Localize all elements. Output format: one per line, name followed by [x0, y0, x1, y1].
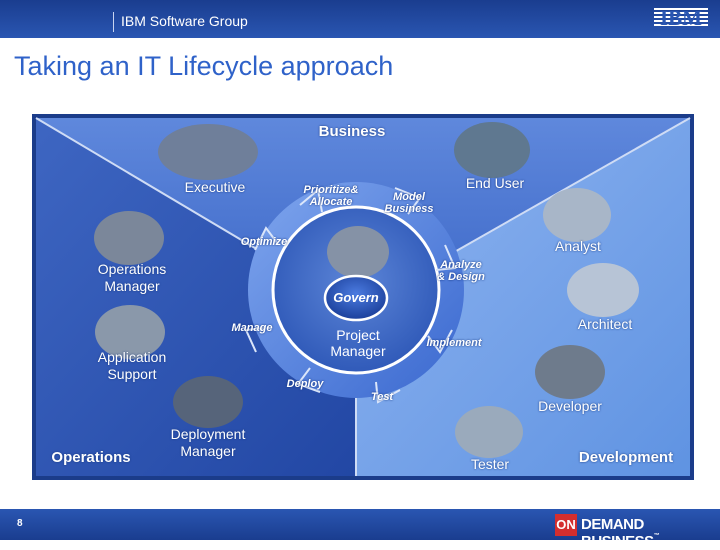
govern-badge	[323, 274, 389, 322]
role-operations-manager: Operations Manager	[80, 261, 184, 295]
on-demand-business-logo: DEMAND BUSINESS™	[581, 516, 720, 550]
role-application-support-line2: Support	[107, 366, 157, 382]
operations-label: Operations	[51, 449, 131, 466]
step-implement: Implement	[426, 337, 482, 349]
role-deployment-manager: Deployment Manager	[158, 426, 258, 460]
role-end-user: End User	[465, 175, 525, 191]
deployment-manager-photo	[173, 376, 243, 428]
software-group-label: IBM Software Group	[121, 13, 248, 29]
ibm-logo-icon: IBM	[654, 6, 708, 28]
header-separator	[113, 12, 114, 32]
business-label: Business	[318, 123, 386, 140]
header-bar: IBM Software Group IBM	[0, 0, 720, 38]
tester-photo	[455, 406, 523, 458]
slide-title: Taking an IT Lifecycle approach	[14, 51, 394, 81]
project-manager-line1: Project	[336, 327, 380, 343]
operations-manager-photo	[94, 211, 164, 265]
role-developer: Developer	[538, 398, 602, 414]
step-model-line2: Business	[384, 203, 434, 215]
step-model-business: Model Business	[376, 191, 442, 215]
operations-region	[36, 118, 356, 476]
on-badge: ON	[555, 514, 577, 536]
role-deployment-manager-line2: Manager	[180, 443, 236, 459]
project-manager-line2: Manager	[330, 343, 386, 359]
architect-photo	[567, 263, 639, 317]
step-prioritize-allocate: Prioritize& Allocate	[296, 184, 366, 208]
svg-text:IBM: IBM	[660, 6, 702, 28]
step-analyze-design: Analyze & Design	[428, 259, 494, 283]
role-analyst: Analyst	[555, 238, 601, 254]
step-prioritize-line2: Allocate	[309, 196, 353, 208]
step-deploy: Deploy	[286, 378, 324, 390]
trademark-mark: ™	[653, 533, 660, 539]
application-support-photo	[95, 305, 165, 359]
role-operations-manager-line1: Operations	[97, 261, 167, 277]
developer-photo	[535, 345, 605, 399]
project-manager-label: Project Manager	[318, 327, 398, 359]
step-analyze-line2: & Design	[437, 271, 485, 283]
people-photos	[94, 122, 639, 458]
step-manage: Manage	[231, 322, 273, 334]
role-deployment-manager-line1: Deployment	[170, 426, 246, 442]
page-number: 8	[17, 518, 23, 529]
footer-bar: 8	[0, 509, 720, 540]
role-application-support-line1: Application	[97, 349, 167, 365]
executive-photo	[158, 124, 258, 180]
project-manager-photo	[327, 226, 389, 278]
step-analyze-line1: Analyze	[440, 259, 482, 271]
analyst-photo	[543, 188, 611, 242]
step-test: Test	[370, 391, 394, 403]
role-operations-manager-line2: Manager	[104, 278, 160, 294]
role-architect: Architect	[577, 316, 633, 332]
step-prioritize-line1: Prioritize&	[303, 184, 359, 196]
step-model-line1: Model	[393, 191, 425, 203]
step-optimize: Optimize	[240, 236, 288, 248]
govern-label: Govern	[333, 290, 379, 305]
role-application-support: Application Support	[80, 349, 184, 383]
development-label: Development	[578, 449, 674, 466]
brand-text: DEMAND BUSINESS	[581, 516, 654, 550]
role-executive: Executive	[184, 179, 246, 195]
ring-arrows	[244, 187, 457, 404]
end-user-photo	[454, 122, 530, 178]
role-tester: Tester	[470, 456, 510, 472]
